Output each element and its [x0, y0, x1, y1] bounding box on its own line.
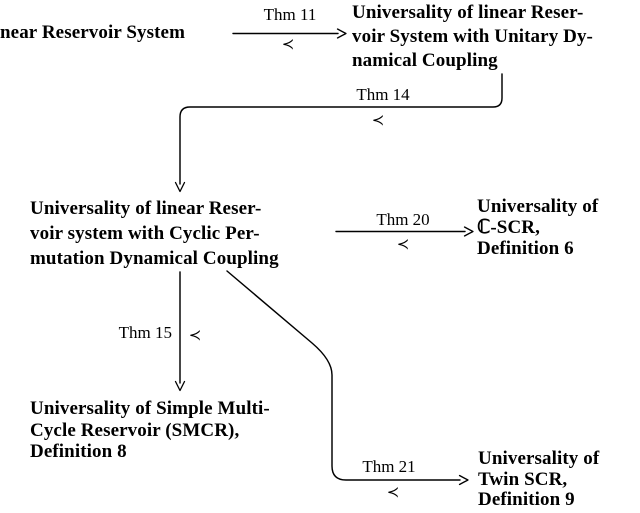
node-linear-reservoir-system: near Reservoir System [0, 20, 185, 45]
node-line: Universality of [478, 448, 600, 469]
node-cyclic-permutation-coupling: Universality of linear Reser- voir syste… [30, 196, 279, 271]
node-c-scr-definition-6: Universality of ℂ-SCR, Definition 6 [477, 196, 598, 259]
edge-label-thm14: Thm 14 [356, 85, 410, 104]
prec-symbol-thm11: ≺ [281, 35, 295, 53]
edge-label-thm20: Thm 20 [376, 210, 430, 229]
node-line: Cycle Reservoir (SMCR), [30, 419, 240, 441]
node-line: Universality of linear Reser- [30, 198, 262, 219]
node-line: namical Coupling [352, 50, 498, 71]
node-line: near Reservoir System [0, 22, 186, 43]
prec-symbol-thm14: ≺ [371, 111, 385, 129]
prec-symbol-thm21: ≺ [386, 483, 400, 501]
edge-thm15-arrowhead-icon [174, 380, 186, 392]
node-smcr-definition-8: Universality of Simple Multi- Cycle Rese… [30, 398, 270, 463]
node-line: Definition 9 [478, 489, 575, 510]
node-twin-scr-definition-9: Universality of Twin SCR, Definition 9 [478, 448, 600, 511]
edge-thm20-arrowhead-icon [463, 226, 474, 237]
node-line: voir System with Unitary Dy- [352, 26, 593, 47]
edge-label-thm21: Thm 21 [362, 457, 416, 476]
node-line: voir system with Cyclic Per- [30, 223, 260, 244]
edge-label-thm11: Thm 11 [263, 5, 317, 24]
node-line: Universality of linear Reser- [352, 2, 584, 23]
node-line: Definition 6 [477, 238, 574, 259]
node-unitary-dynamical-coupling: Universality of linear Reser- voir Syste… [352, 1, 593, 73]
node-line: Definition 8 [30, 441, 127, 462]
node-line: Universality of [477, 196, 599, 217]
node-line: Twin SCR, [478, 468, 568, 490]
prec-symbol-thm15: ≺ [188, 326, 202, 344]
node-line: Universality of Simple Multi- [30, 398, 270, 419]
edge-thm14-arrowhead-icon [174, 181, 186, 193]
edge-thm11-arrowhead-icon [336, 28, 347, 39]
node-line: mutation Dynamical Coupling [30, 248, 279, 269]
node-line: ℂ-SCR, [477, 217, 540, 238]
edge-thm21-arrowhead-icon [458, 474, 469, 486]
edge-label-thm15: Thm 15 [118, 323, 172, 342]
prec-symbol-thm20: ≺ [396, 235, 410, 253]
